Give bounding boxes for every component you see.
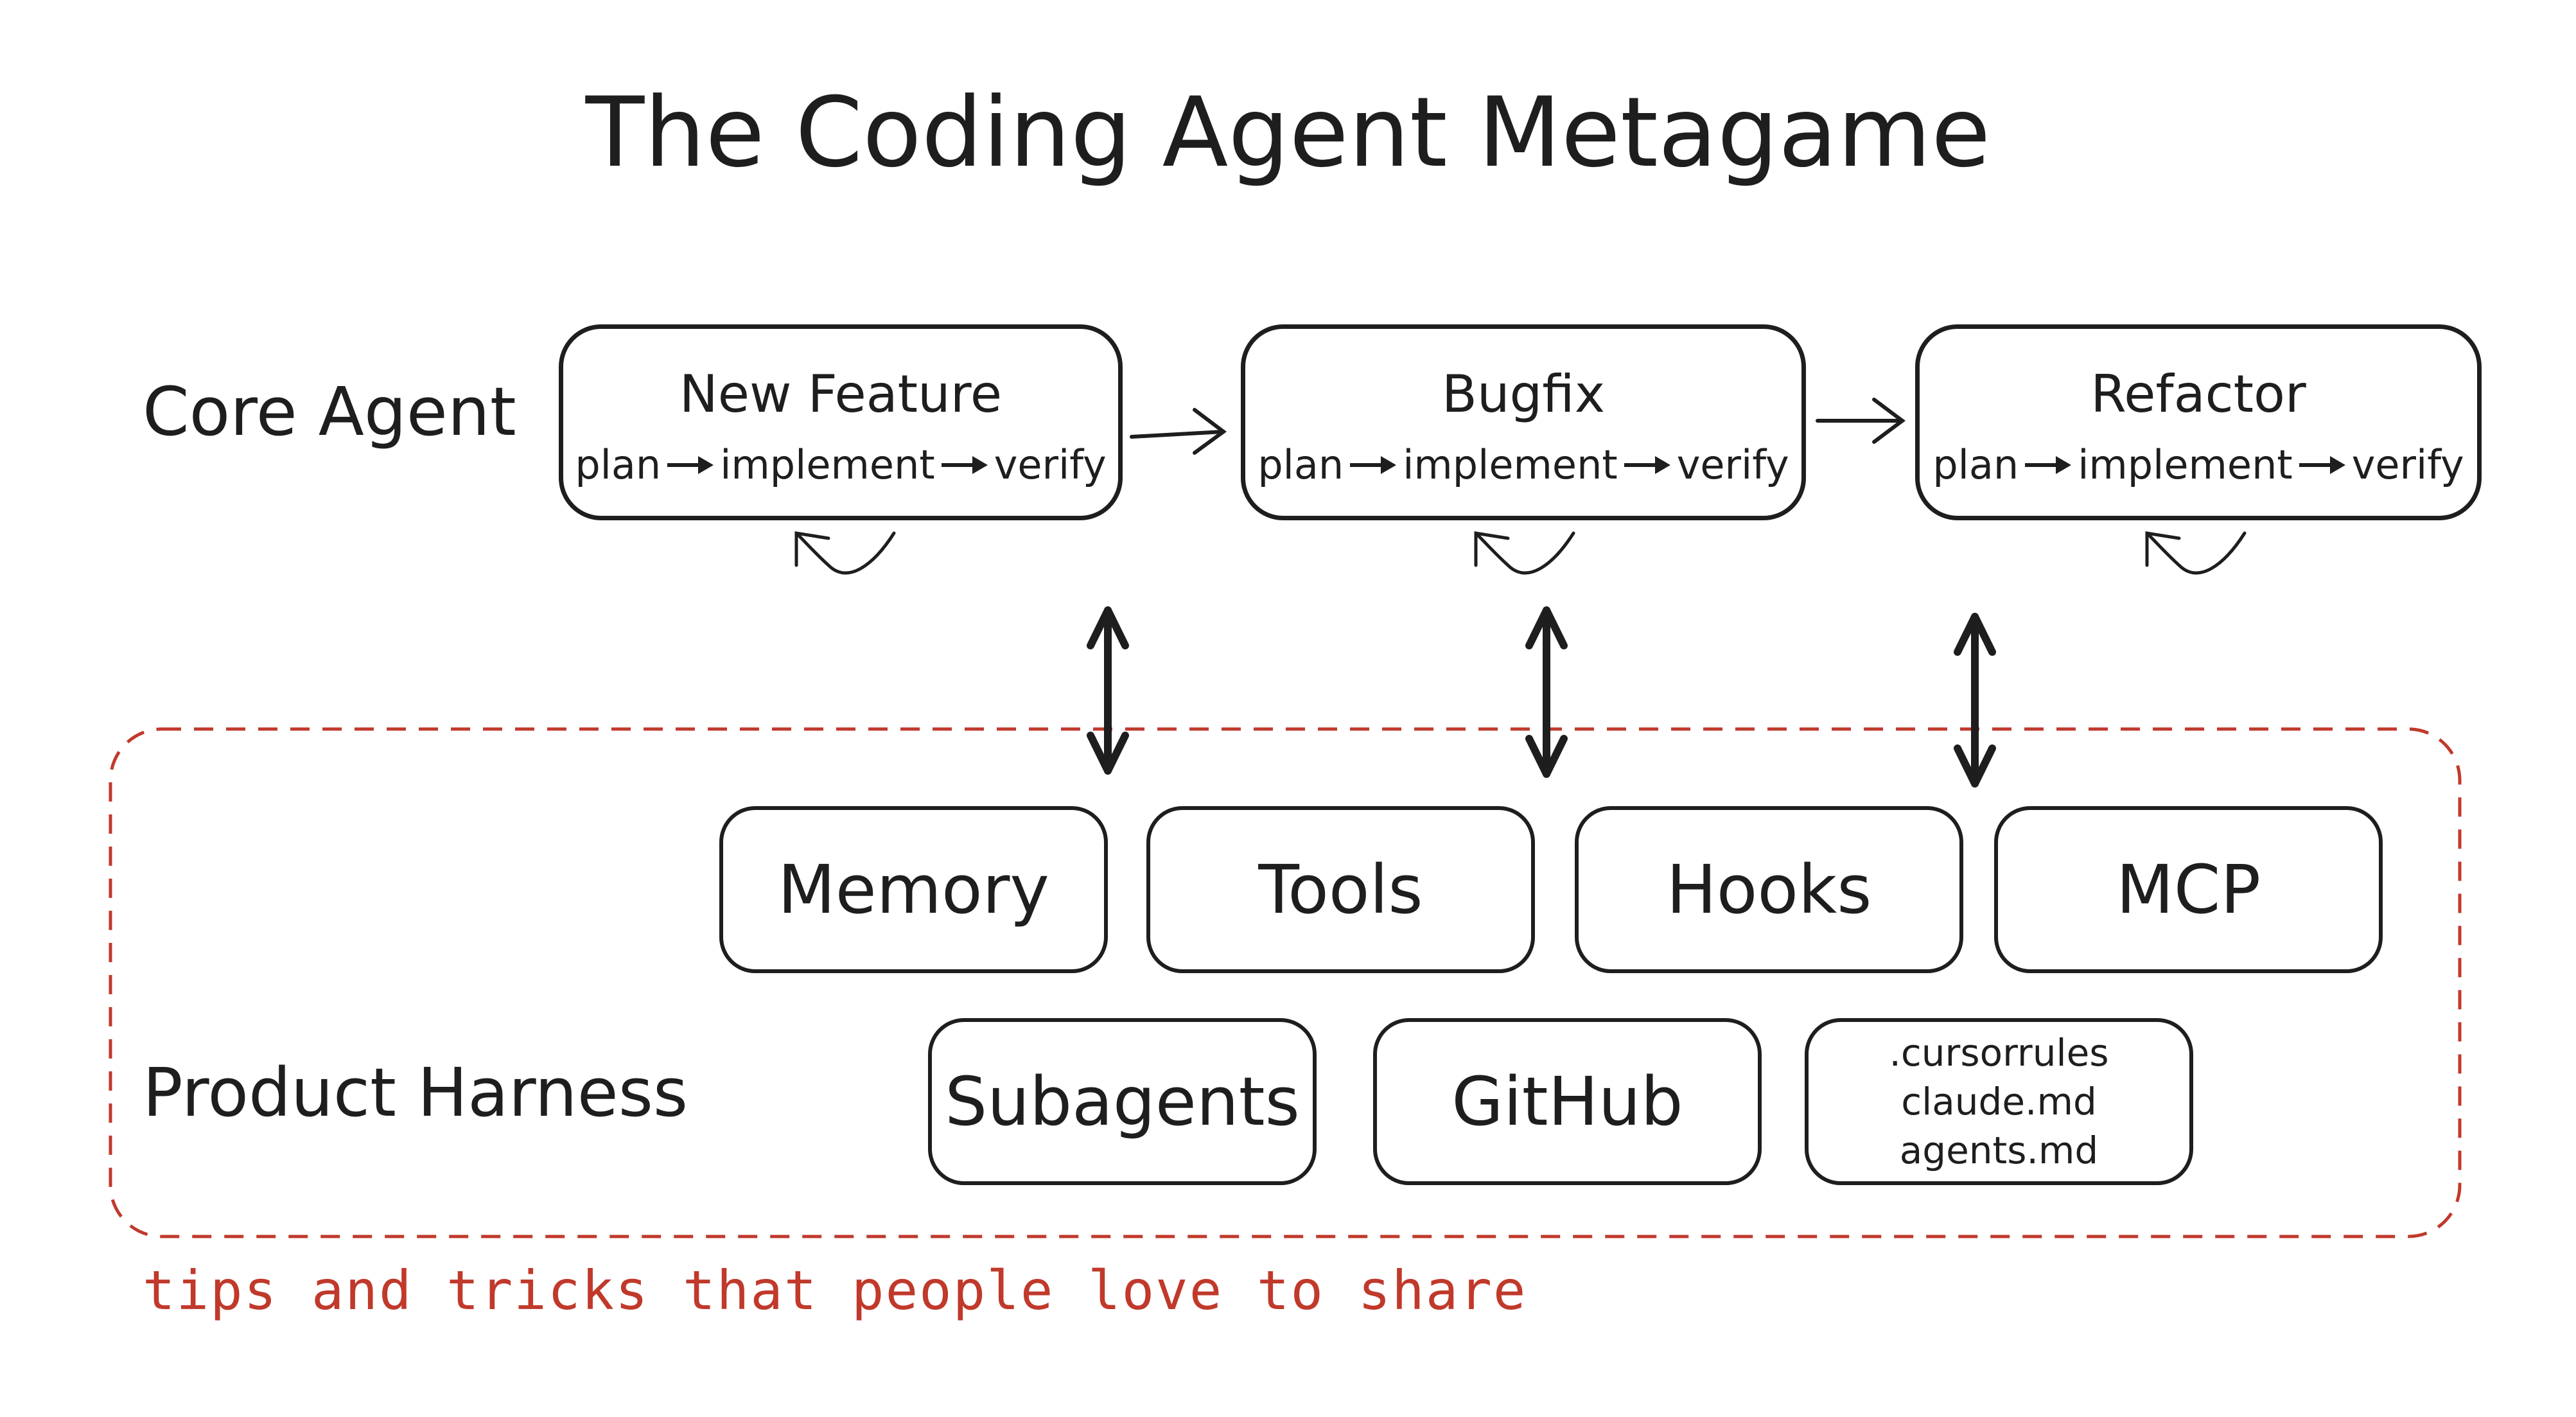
core-agent-label: Core Agent bbox=[143, 373, 516, 451]
step-label: verify bbox=[994, 441, 1107, 488]
agent-flow: plan implement verify bbox=[563, 441, 1118, 488]
agent-title: Refactor bbox=[2090, 364, 2306, 424]
config-file-label: .cursorrules bbox=[1889, 1031, 2109, 1075]
right-arrow-icon bbox=[2025, 455, 2072, 474]
harness-box-subagents: Subagents bbox=[928, 1018, 1317, 1185]
bidirectional-arrow bbox=[1954, 613, 1996, 788]
iterate-loop-arrow bbox=[2145, 531, 2247, 575]
tagline: tips and tricks that people love to shar… bbox=[143, 1259, 1527, 1322]
agent-box-new-feature: New Feature plan implement verify bbox=[559, 324, 1123, 520]
step-label: verify bbox=[1676, 441, 1789, 488]
harness-box-tools: Tools bbox=[1146, 806, 1535, 973]
diagram-title: The Coding Agent Metagame bbox=[585, 77, 1991, 189]
agent-box-refactor: Refactor plan implement verify bbox=[1915, 324, 2482, 520]
right-arrow-icon bbox=[941, 455, 988, 474]
harness-box-mcp: MCP bbox=[1994, 806, 2383, 973]
step-label: implement bbox=[2078, 441, 2293, 488]
step-label: plan bbox=[575, 441, 662, 488]
config-file-label: agents.md bbox=[1899, 1129, 2099, 1172]
step-label: implement bbox=[1403, 441, 1618, 488]
harness-box-github: GitHub bbox=[1373, 1018, 1762, 1185]
product-harness-label: Product Harness bbox=[143, 1053, 688, 1132]
right-arrow-icon bbox=[1624, 455, 1670, 474]
step-label: plan bbox=[1257, 441, 1344, 488]
agent-flow: plan implement verify bbox=[1920, 441, 2477, 488]
right-arrow-icon bbox=[1350, 455, 1397, 474]
agent-box-bugfix: Bugfix plan implement verify bbox=[1241, 324, 1806, 520]
agent-to-agent-arrow bbox=[1130, 408, 1227, 455]
bidirectional-arrow bbox=[1525, 606, 1568, 778]
step-label: verify bbox=[2351, 441, 2464, 488]
right-arrow-icon bbox=[667, 455, 714, 474]
harness-box-hooks: Hooks bbox=[1575, 806, 1963, 973]
step-label: implement bbox=[720, 441, 935, 488]
agent-flow: plan implement verify bbox=[1245, 441, 1801, 488]
config-file-label: claude.md bbox=[1901, 1080, 2097, 1123]
iterate-loop-arrow bbox=[794, 531, 896, 575]
agent-to-agent-arrow bbox=[1816, 398, 1906, 444]
iterate-loop-arrow bbox=[1474, 531, 1575, 575]
step-label: plan bbox=[1932, 441, 2019, 488]
harness-box-config-files: .cursorrules claude.md agents.md bbox=[1805, 1018, 2193, 1185]
harness-box-memory: Memory bbox=[719, 806, 1108, 973]
bidirectional-arrow bbox=[1087, 606, 1129, 775]
harness-region bbox=[109, 727, 2462, 1238]
right-arrow-icon bbox=[2299, 455, 2345, 474]
agent-title: Bugfix bbox=[1441, 364, 1606, 424]
agent-title: New Feature bbox=[679, 364, 1003, 424]
